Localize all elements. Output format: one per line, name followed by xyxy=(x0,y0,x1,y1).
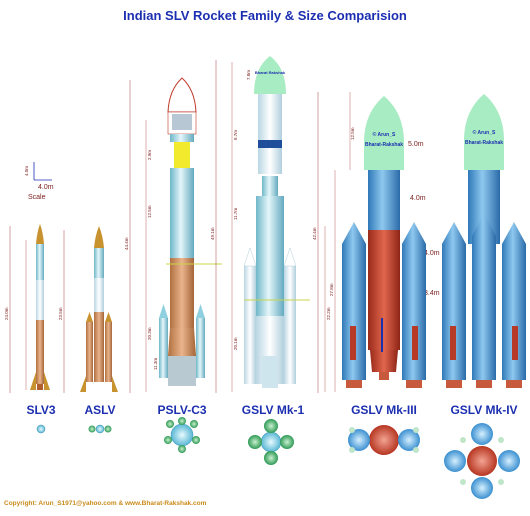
aslv-height-dim: 23.5m xyxy=(58,307,63,320)
cross-section-gslv-mk1 xyxy=(248,419,294,465)
page-title: Indian SLV Rocket Family & Size Comparis… xyxy=(123,8,407,23)
pslv-c3-name: PSLV-C3 xyxy=(157,403,206,417)
gslv-mk1-name: GSLV Mk-1 xyxy=(242,403,305,417)
gslv1-fairing-label: Bharat Rakshak xyxy=(255,70,286,75)
gslv3-core-dim: 27.8m xyxy=(329,283,334,296)
rocket-slv3: 24.0m xyxy=(4,224,50,393)
gslv4-fairing-label1: © Arun_S xyxy=(473,129,496,136)
gslv3-top-dim: 12.5m xyxy=(350,127,355,140)
rocket-gslv-mk1: 49.1m 20.1m 11.7m 8.7m 7.8m Bharat Raksh… xyxy=(210,56,310,393)
aslv-name: ASLV xyxy=(84,403,115,417)
gslv1-top-dim: 7.8m xyxy=(246,70,251,80)
copyright-footer: Copyright: Arun_S1971@yahoo.com & www.Bh… xyxy=(4,500,207,507)
pslv-height-dim: 44.4m xyxy=(124,237,129,250)
gslv3-core-dia: 4.0m xyxy=(410,195,426,202)
gslv3-booster-dia: 3.4m xyxy=(424,290,440,297)
cross-section-pslv xyxy=(164,417,200,453)
rocket-gslv-mk3: 42.4m 27.8m 22.2m 12.5m © Arun_S Bharat-… xyxy=(312,92,440,393)
cross-section-slv3 xyxy=(36,424,46,434)
gslv3-boost-dia: 4.0m xyxy=(424,250,440,257)
scale-height-label: 4.0m xyxy=(24,166,29,176)
gslv1-seg3-dim: 8.7m xyxy=(233,130,238,140)
gslv3-fairing-label2: Bharat-Rakshak xyxy=(365,142,403,148)
cross-section-gslv-mk3 xyxy=(348,425,420,455)
rocket-aslv: 23.5m xyxy=(58,226,118,393)
cross-section-aslv xyxy=(88,424,112,434)
gslv1-seg2-dim: 11.7m xyxy=(233,208,238,220)
pslv-seg1-dim: 20.3m xyxy=(147,327,152,340)
scale-label: Scale xyxy=(28,194,46,201)
gslv3-fairing-label1: © Arun_S xyxy=(373,131,396,138)
slv3-name: SLV3 xyxy=(26,403,55,417)
scale-indicator: 4.0m 4.0m Scale xyxy=(24,162,54,201)
gslv3-fairing-dia: 5.0m xyxy=(408,141,424,148)
gslv4-fairing-label2: Bharat-Rakshak xyxy=(465,140,503,146)
cross-section-gslv-mk4 xyxy=(444,423,520,499)
gslv3-height-dim: 42.4m xyxy=(312,227,317,240)
scale-width-label: 4.0m xyxy=(38,184,54,191)
pslv-seg4-dim: 11.3m xyxy=(153,358,158,370)
gslv-mk4-name: GSLV Mk-IV xyxy=(450,403,517,417)
rocket-gslv-mk4: © Arun_S Bharat-Rakshak xyxy=(442,94,526,388)
rocket-pslv-c3: 44.4m 20.3m 12.5m 2.9m 11.3m xyxy=(124,77,222,393)
pslv-seg2-dim: 12.5m xyxy=(147,205,152,218)
slv3-height-dim: 24.0m xyxy=(4,307,9,320)
gslv3-boost-dim: 22.2m xyxy=(326,307,331,320)
gslv1-height-dim: 49.1m xyxy=(210,227,215,240)
pslv-seg3-dim: 2.9m xyxy=(147,150,152,160)
gslv1-seg1-dim: 20.1m xyxy=(233,337,238,350)
gslv-mk3-name: GSLV Mk-III xyxy=(351,403,417,417)
